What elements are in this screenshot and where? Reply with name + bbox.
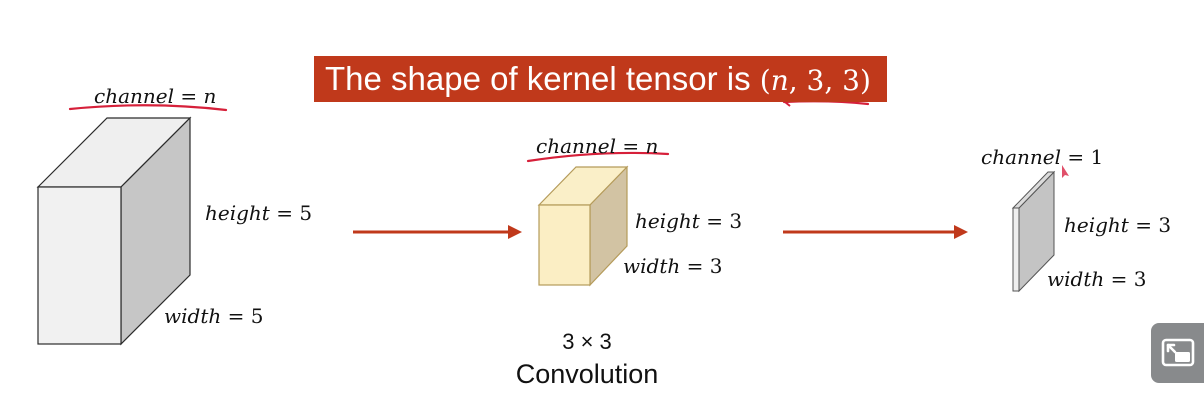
annotation-underline-input-channel [68,104,228,112]
kernel-width-label: width = 3 [623,254,723,278]
title-banner: The shape of kernel tensor is (n, 3, 3) [314,56,887,102]
title-math: (n, 3, 3) [759,64,871,97]
output-slab-top [1011,171,1056,209]
output-height-label: height = 3 [1064,213,1172,237]
annotation-underline-kernel-channel [526,151,670,163]
picture-in-picture-exit-icon [1161,338,1195,367]
mouse-cursor-icon [1062,165,1069,178]
output-tensor-slab [1011,170,1056,293]
output-channel-label: channel = 1 [981,145,1104,169]
arrow-input-to-kernel [353,225,522,239]
output-width-label: width = 3 [1047,267,1147,291]
output-slab-front [1012,207,1020,292]
input-width-label: width = 5 [164,304,264,328]
input-tensor-cube [36,116,192,346]
kernel-tensor-cube [537,165,629,287]
input-channel-label: channel = n [94,84,217,108]
annotation-tick-mark [784,101,791,107]
kernel-height-label: height = 3 [635,209,743,233]
input-height-label: height = 5 [205,201,313,225]
arrow-kernel-to-output [783,225,968,239]
caption-kernel-size: 3 × 3 [562,329,612,354]
pip-exit-button[interactable] [1151,323,1204,383]
caption-operation: Convolution [515,359,659,389]
input-cube-front [37,186,122,345]
kernel-channel-label: channel = n [536,134,659,158]
title-text: The shape of kernel tensor is [325,60,760,97]
kernel-cube-front [538,204,591,286]
